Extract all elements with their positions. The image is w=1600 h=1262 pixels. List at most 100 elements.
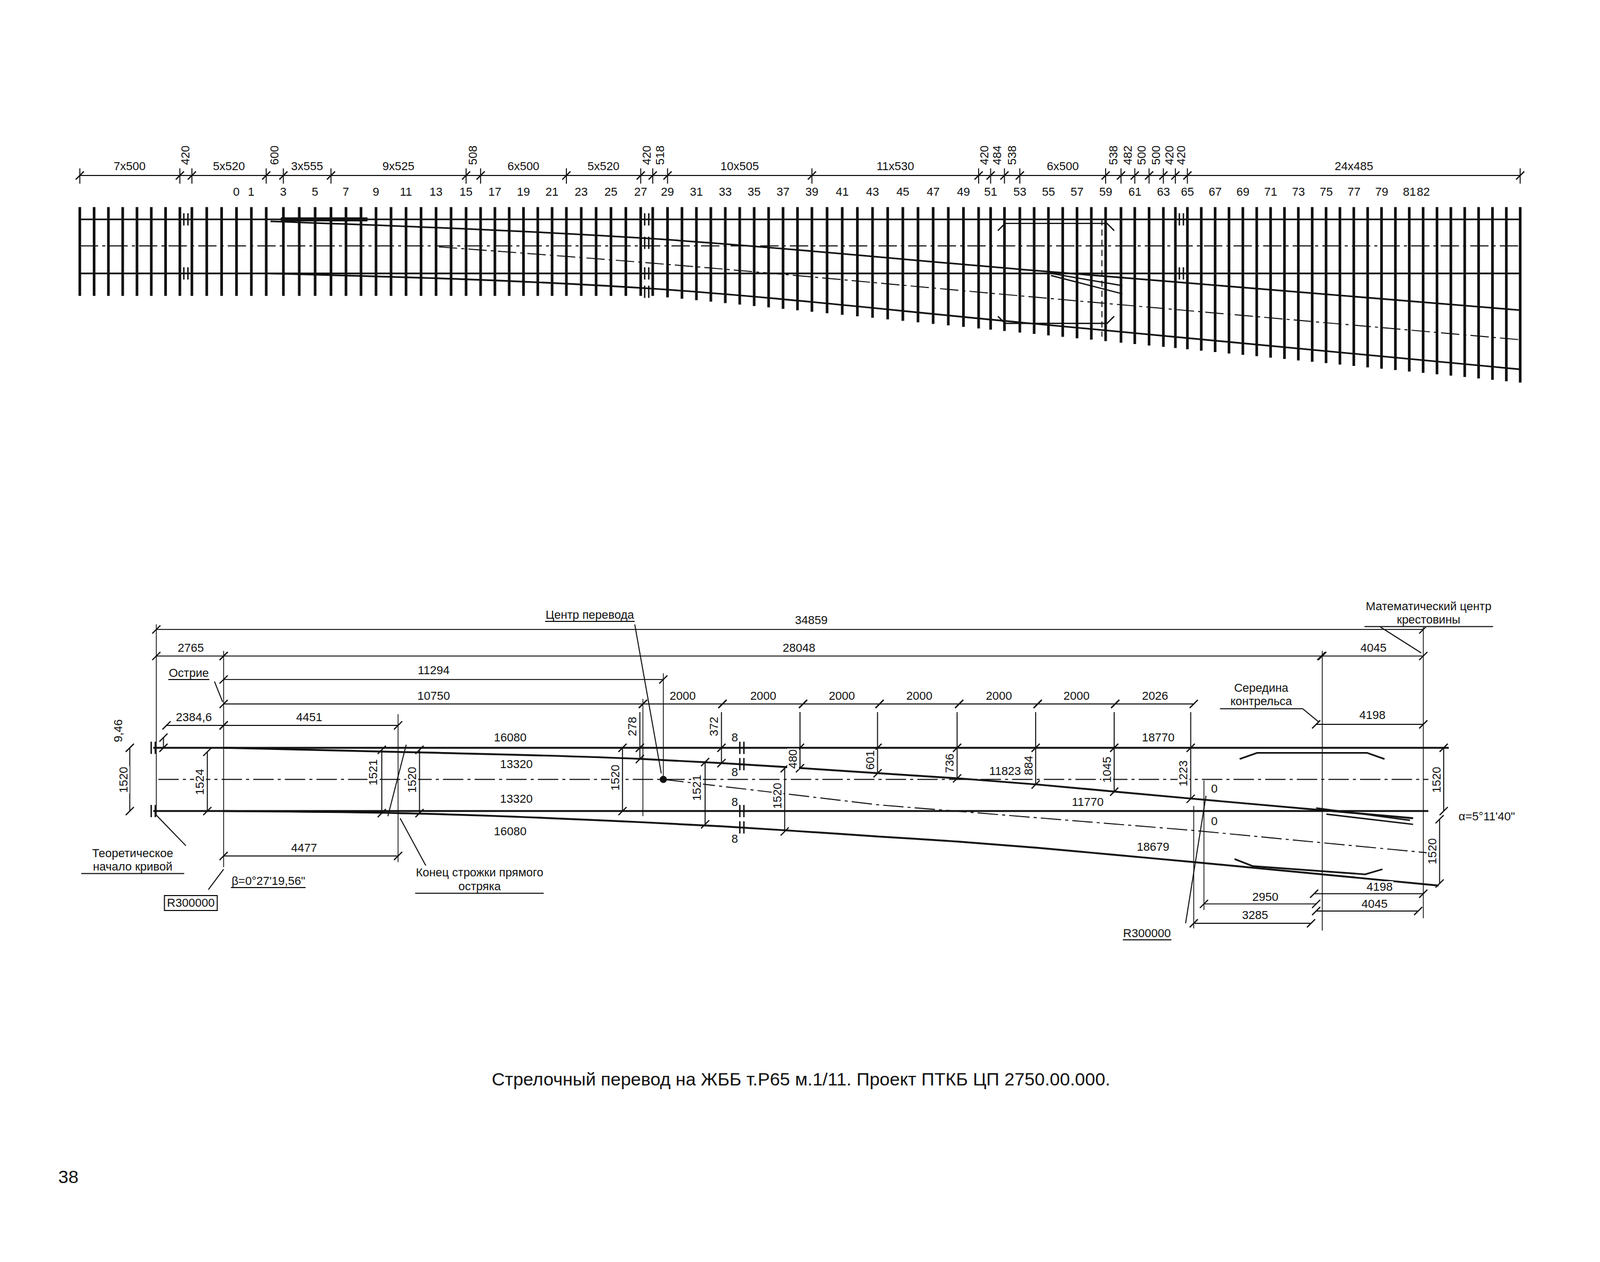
dimension-tick	[618, 743, 627, 752]
sleeper-number: 1	[247, 186, 255, 198]
sleeper	[738, 206, 742, 305]
dimension-tick	[415, 745, 424, 754]
drawing-label: 28048	[781, 642, 816, 654]
dimension-tick	[176, 171, 184, 180]
dimension-extension	[662, 673, 664, 780]
dimension-tick	[279, 171, 288, 180]
sleeper	[434, 206, 438, 296]
leader-line	[1185, 795, 1206, 924]
rail-joint	[154, 741, 157, 755]
sleeper-number: 33	[718, 186, 733, 198]
sleeper	[507, 206, 511, 296]
dimension-extension	[397, 714, 399, 862]
sleeper	[178, 206, 182, 296]
dimension-tick	[159, 743, 168, 752]
dimension-line	[1443, 747, 1445, 812]
dimension-tick	[1101, 171, 1110, 180]
sleeper	[220, 206, 223, 296]
switch-point-rail	[280, 217, 368, 222]
offset-dimension	[956, 712, 958, 779]
sleeper	[1449, 206, 1453, 376]
sleeper	[767, 206, 771, 308]
dimension-line	[156, 655, 224, 657]
sleeper	[121, 206, 125, 296]
sleeper	[962, 206, 965, 327]
sleeper	[479, 206, 483, 296]
dimension-line	[381, 749, 383, 814]
sleeper	[1297, 206, 1300, 360]
sleeper	[1352, 206, 1356, 366]
leader-line	[400, 818, 427, 868]
sleeper	[977, 206, 980, 328]
sleeper-number: 63	[1156, 186, 1171, 198]
drawing-label: Острие	[168, 667, 210, 680]
sleeper-number: 19	[516, 186, 531, 198]
dimension-label: 5x520	[212, 160, 246, 173]
sleeper	[1505, 206, 1508, 381]
sleeper-number: 43	[865, 186, 880, 198]
rail-joint	[742, 741, 745, 755]
sleeper-number: 9	[372, 186, 380, 198]
leader-line	[634, 624, 662, 774]
sleeper	[235, 206, 238, 296]
dimension-line	[223, 724, 398, 726]
caption-text: Стрелочный перевод на ЖББ т.Р65 м.1/11. …	[491, 1069, 1111, 1090]
drawing-label: 4198	[1365, 881, 1394, 893]
drawing-label: 9,46	[112, 718, 125, 743]
guard-rail	[1239, 753, 1385, 759]
dimension-extension	[1203, 780, 1205, 910]
rail-joint	[742, 821, 745, 834]
sleeper-number: 79	[1374, 186, 1389, 198]
sleeper	[1200, 206, 1203, 351]
sleeper-number: 71	[1263, 186, 1278, 198]
rail-joint	[742, 804, 745, 818]
drawing-label: R300000	[1122, 927, 1172, 941]
dimension-tick	[203, 806, 212, 815]
dimension-label: 508	[467, 144, 479, 166]
dimension-line	[223, 703, 643, 705]
sleeper	[522, 206, 525, 296]
dimension-label: 500	[1150, 144, 1163, 166]
rail-joint	[187, 213, 189, 226]
sleeper-number: 81	[1402, 186, 1416, 198]
sleeper-number: 21	[545, 186, 559, 198]
drawing-label: 2000	[749, 690, 778, 702]
sleeper-number: 67	[1208, 186, 1222, 198]
offset-dimension	[799, 712, 801, 768]
dimension-tick	[717, 758, 726, 767]
dimension-label: 11x530	[875, 160, 915, 173]
sleeper-number: 29	[660, 186, 675, 198]
dimension-extension	[223, 650, 225, 867]
dimension-line	[419, 749, 421, 814]
dimension-line	[1316, 910, 1419, 912]
sleeper-number: 11	[399, 186, 413, 198]
dimension-extension	[1193, 805, 1195, 929]
sleeper	[107, 206, 110, 296]
dimension-tick	[1159, 171, 1168, 180]
leader-line	[214, 681, 223, 702]
dimension-tick	[562, 171, 571, 180]
sleeper-number: 3	[279, 186, 287, 198]
dimension-line	[1438, 819, 1440, 884]
dimension-line	[958, 703, 1038, 705]
drawing-label: Конец строжки прямого остряка	[415, 865, 544, 894]
dimension-tick	[125, 743, 134, 752]
leader-line	[1301, 707, 1320, 723]
rail-joint	[187, 267, 189, 280]
rail-joint	[742, 757, 745, 771]
sleeper-number: 17	[488, 186, 502, 198]
dimension-tick	[1130, 171, 1139, 180]
drawing-label: 736	[944, 753, 956, 774]
dimension-tick	[187, 171, 196, 180]
sleeper	[1518, 206, 1522, 383]
dimension-tick	[162, 721, 171, 730]
sleeper	[389, 206, 393, 296]
drawing-label: 372	[708, 716, 720, 738]
dimension-tick	[1312, 906, 1320, 915]
drawing-label: 8	[730, 796, 739, 808]
dimension-tick	[1516, 171, 1525, 180]
dimension-tick	[718, 699, 727, 708]
sleeper	[374, 206, 378, 296]
